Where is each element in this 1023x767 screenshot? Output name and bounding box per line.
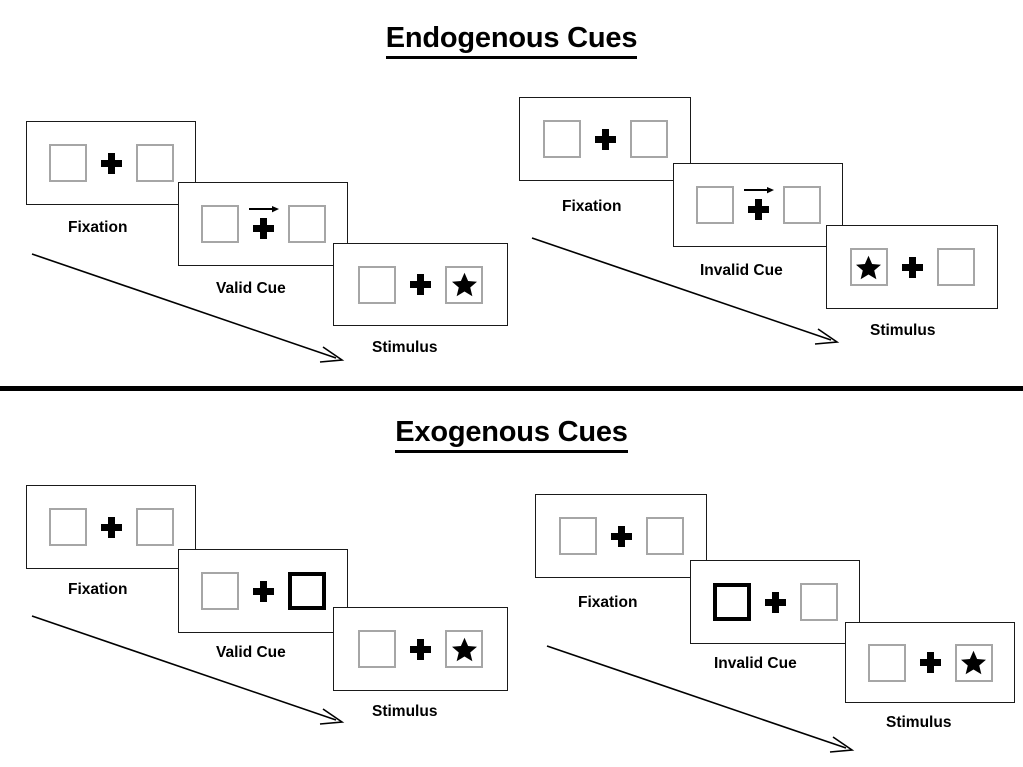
section-title-endogenous: Endogenous Cues bbox=[0, 22, 1023, 59]
stage-label-stimulus: Stimulus bbox=[372, 339, 438, 356]
stimulus-box-left bbox=[542, 120, 581, 158]
plus-icon bbox=[901, 256, 923, 278]
star-icon bbox=[451, 637, 477, 661]
stimulus-box-right bbox=[799, 583, 838, 621]
stimulus-box-left bbox=[200, 205, 239, 243]
stage-label-fixation: Fixation bbox=[578, 594, 638, 611]
stimulus-box-left bbox=[558, 517, 597, 555]
diagonal-time-arrow-icon bbox=[546, 645, 855, 753]
stimulus-box-right bbox=[782, 186, 821, 224]
stimulus-box-left-cued bbox=[712, 583, 751, 621]
plus-icon bbox=[919, 652, 941, 673]
stimulus-box-right bbox=[645, 517, 684, 555]
stage-label-valid-cue: Valid Cue bbox=[216, 644, 286, 661]
cue-center-group bbox=[743, 186, 774, 224]
panel-endo-invalid-stimulus bbox=[826, 225, 998, 309]
stage-label-invalid-cue: Invalid Cue bbox=[700, 262, 783, 279]
panel-exo-invalid-cue bbox=[690, 560, 860, 644]
stimulus-box-right-target bbox=[445, 265, 483, 304]
stimulus-box-right bbox=[287, 205, 326, 243]
section-title-endogenous-text: Endogenous Cues bbox=[385, 22, 637, 59]
diagonal-time-arrow-icon bbox=[531, 237, 840, 345]
stage-label-stimulus: Stimulus bbox=[870, 322, 936, 339]
stimulus-box-left bbox=[48, 508, 87, 546]
stimulus-box-right-cued bbox=[287, 572, 326, 610]
stimulus-box-left bbox=[695, 186, 734, 224]
panel-exo-valid-fixation bbox=[26, 485, 196, 569]
panel-exo-valid-stimulus bbox=[333, 607, 508, 691]
panel-endo-invalid-cue bbox=[673, 163, 843, 247]
panel-endo-valid-stimulus bbox=[333, 243, 508, 326]
panel-exo-invalid-stimulus bbox=[845, 622, 1015, 703]
panel-endo-valid-fixation bbox=[26, 121, 196, 205]
section-divider bbox=[0, 386, 1023, 391]
stage-label-fixation: Fixation bbox=[562, 198, 622, 215]
stage-label-fixation: Fixation bbox=[68, 219, 128, 236]
stimulus-box-left bbox=[358, 630, 396, 668]
plus-icon bbox=[610, 525, 632, 547]
stage-label-invalid-cue: Invalid Cue bbox=[714, 655, 797, 672]
panel-exo-invalid-fixation bbox=[535, 494, 707, 578]
stimulus-box-left bbox=[200, 572, 239, 610]
stimulus-box-right bbox=[936, 248, 975, 286]
stage-label-stimulus: Stimulus bbox=[372, 703, 438, 720]
diagonal-time-arrow-icon bbox=[31, 253, 345, 363]
plus-icon bbox=[764, 591, 786, 613]
plus-icon bbox=[410, 274, 431, 295]
stage-label-fixation: Fixation bbox=[68, 581, 128, 598]
plus-icon bbox=[410, 638, 431, 660]
right-arrow-icon bbox=[743, 187, 774, 194]
plus-icon bbox=[252, 217, 274, 239]
plus-icon bbox=[100, 516, 122, 538]
stage-label-stimulus: Stimulus bbox=[886, 714, 952, 731]
panel-endo-invalid-fixation bbox=[519, 97, 691, 181]
section-title-exogenous-text: Exogenous Cues bbox=[395, 416, 628, 453]
star-icon bbox=[961, 650, 986, 675]
plus-icon bbox=[252, 580, 274, 602]
stage-label-valid-cue: Valid Cue bbox=[216, 280, 286, 297]
right-arrow-icon bbox=[248, 206, 279, 213]
plus-icon bbox=[594, 128, 616, 150]
stimulus-box-right-target bbox=[954, 643, 993, 682]
plus-icon bbox=[747, 198, 769, 220]
panel-endo-valid-cue bbox=[178, 182, 348, 266]
panel-exo-valid-cue bbox=[178, 549, 348, 633]
stimulus-box-right-target bbox=[445, 630, 483, 668]
stimulus-box-left bbox=[867, 643, 906, 682]
cue-center-group bbox=[248, 205, 279, 243]
stimulus-box-left-target bbox=[849, 248, 888, 286]
stimulus-box-left bbox=[48, 144, 87, 182]
stimulus-box-right bbox=[135, 508, 174, 546]
plus-icon bbox=[100, 152, 122, 174]
star-icon bbox=[856, 255, 881, 279]
stimulus-box-right bbox=[629, 120, 668, 158]
stimulus-box-left bbox=[358, 265, 396, 304]
star-icon bbox=[451, 272, 477, 297]
stimulus-box-right bbox=[135, 144, 174, 182]
section-title-exogenous: Exogenous Cues bbox=[0, 416, 1023, 453]
diagonal-time-arrow-icon bbox=[31, 615, 345, 725]
